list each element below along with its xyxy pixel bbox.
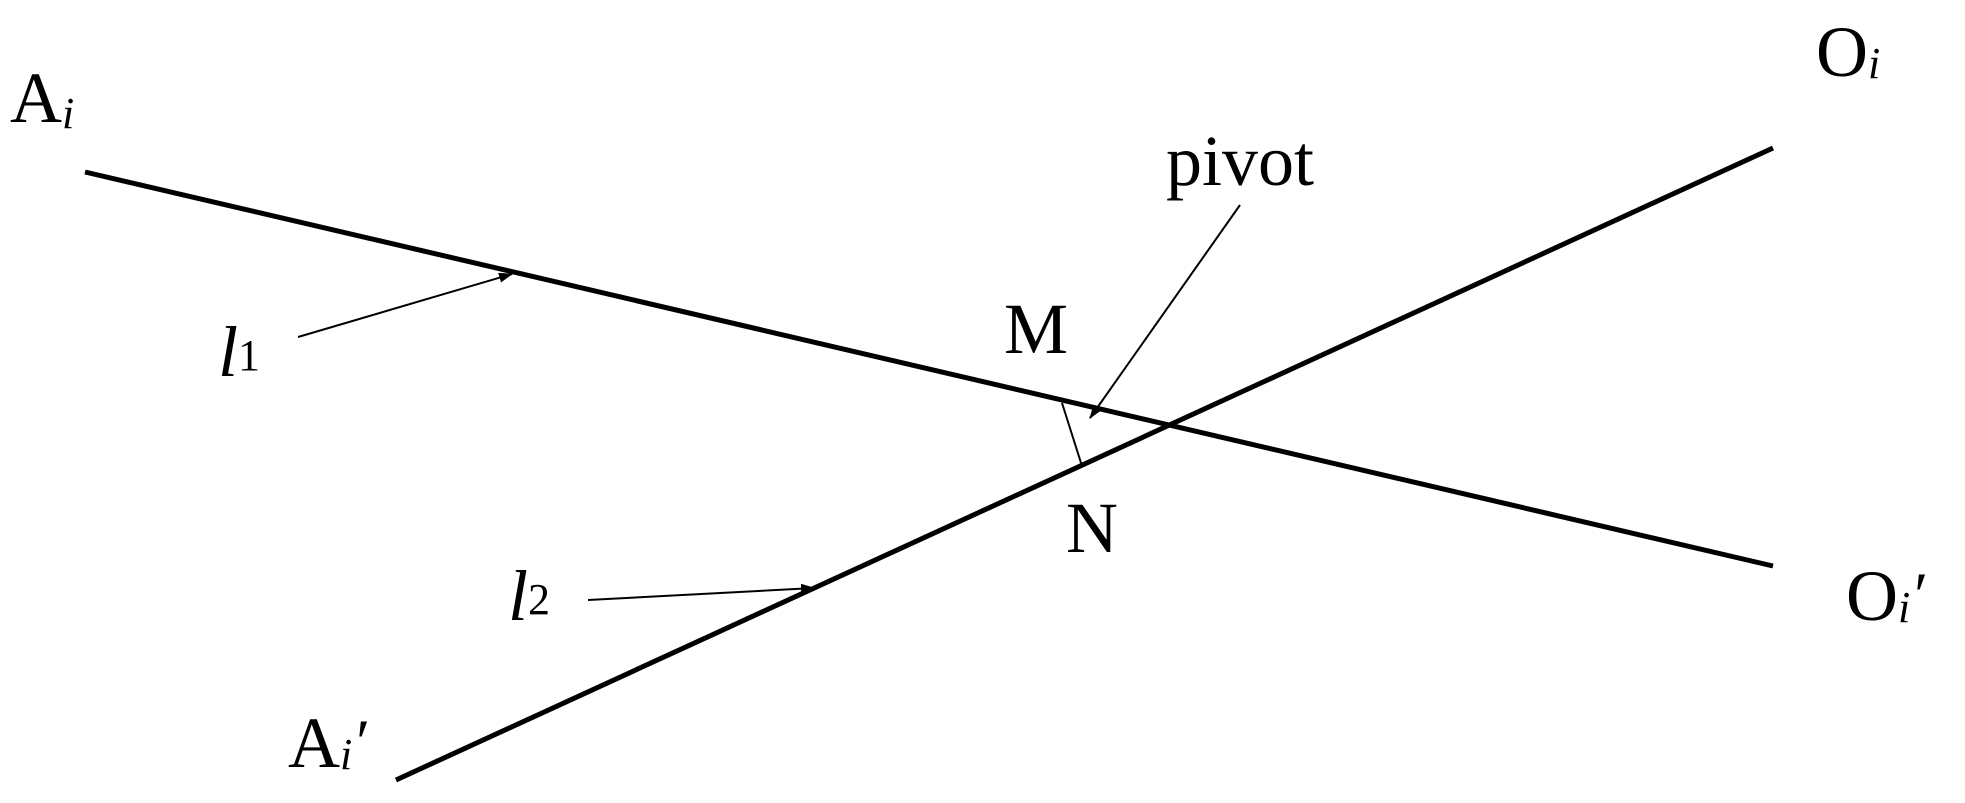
label-l2: l2 [508,556,550,636]
l2-leader-arrow [587,583,815,601]
label-n: N [1066,488,1118,568]
label-o-i-prime: Oi′ [1846,556,1925,636]
label-m: M [1004,289,1068,369]
line-l2 [394,145,1775,783]
label-a-i: Ai [10,58,74,138]
label-l1: l1 [218,312,260,392]
segment-mn [1061,402,1083,467]
label-o-i: Oi [1816,12,1880,92]
label-a-i-prime: Ai′ [288,703,367,783]
l1-leader-arrow [297,272,513,338]
pivot-leader-arrow [1089,204,1241,419]
line-l1 [84,169,1774,569]
label-pivot: pivot [1166,121,1314,201]
